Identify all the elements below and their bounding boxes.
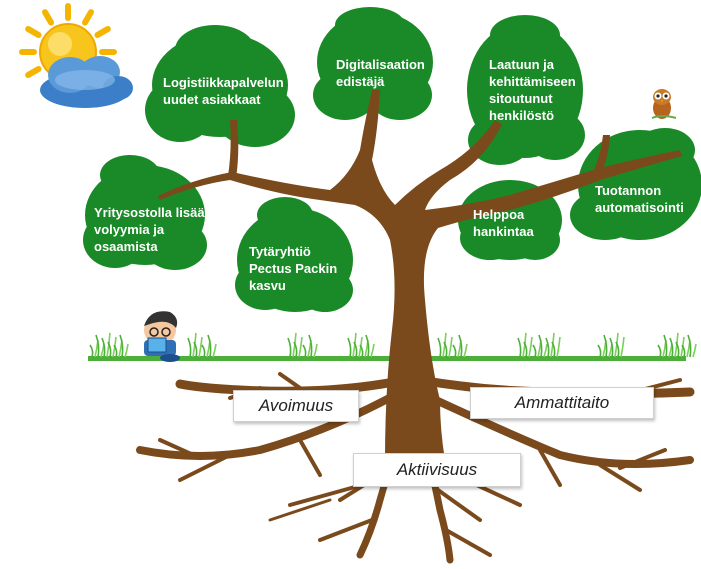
grass-blade [448,336,453,358]
grass-blade [543,343,548,358]
grass-blade [615,341,620,358]
grass-blade [551,341,556,358]
leaf-label-acquisitions: Yritysostolla lisää volyymia ja osaamist… [94,204,205,255]
leaf-cluster-logistics [145,25,295,147]
leaf-label-line: Helppoa [473,207,525,222]
sun-ray [94,26,111,38]
leaf-label-line: volyymia ja [94,222,165,237]
leaf-cluster-digital [313,7,433,120]
root-label-openness: Avoimuus [233,390,359,422]
owl-icon [651,89,677,119]
grass-blade [663,334,668,358]
leaf-label-line: edistäjä [336,74,385,89]
grass-blade [675,341,680,358]
grass-blade [201,344,206,358]
grass-blade [212,343,217,358]
leaf-label-line: kasvu [249,278,286,293]
grass-blade [187,337,192,358]
grass-strip [88,332,697,361]
grass-blade [532,344,537,358]
leaf-label-line: Digitalisaation [336,57,425,72]
cloud-icon [40,56,133,108]
leaf-label-line: Pectus Packin [249,261,338,276]
grass-blade [597,344,602,358]
sun-ray [42,9,54,26]
grass-blade [463,343,468,358]
leaf-label-line: Tytäryhtiö [249,244,311,259]
leaf-label-automation: Tuotannon automatisointi [595,182,684,216]
grass-blade [101,337,106,358]
grass-blade [308,334,313,358]
sun-ray [25,66,42,78]
grass-blade [107,341,112,358]
tree-trunk [158,90,682,460]
sun-ray [25,26,42,38]
grass-blade [347,337,352,358]
leaf-label-logistics: Logistiikkapalvelun uudet asiakkaat [163,74,284,108]
tree-canopy [83,7,701,312]
grass-blade [458,334,463,358]
leaf-cluster-procurement [458,180,562,260]
grass-blade [517,337,522,358]
grass-blade [437,337,442,358]
grass-blade [298,336,303,358]
grass-blade [523,341,528,358]
leaf-label-line: Logistiikkapalvelun [163,75,284,90]
leaf-cluster-subsidiary [235,197,353,312]
grass-blade [124,343,129,358]
leaf-label-line: kehittämiseen [489,74,576,89]
grass-blade [207,334,212,358]
grass-blade [95,334,100,358]
grass-icon [89,332,697,358]
reading-boy-icon [144,311,180,362]
leaf-cluster-acquisitions [83,155,207,270]
leaf-label-line: Tuotannon [595,183,662,198]
leaf-label-line: osaamista [94,239,158,254]
leaf-label-line: Yritysostolla lisää [94,205,205,220]
leaf-label-line: uudet asiakkaat [163,92,261,107]
grass-blade [657,344,662,358]
leaf-label-quality: Laatuun ja kehittämiseen sitoutunut henk… [489,56,576,124]
leaf-label-line: hankintaa [473,224,534,239]
grass-blade [302,344,307,358]
grass-blade [353,341,358,358]
leaf-label-line: Laatuun ja [489,57,555,72]
sun-ray [82,9,94,26]
grass-blade [603,334,608,358]
grass-blade [287,337,292,358]
leaf-label-subsidiary: Tytäryhtiö Pectus Packin kasvu [249,243,337,294]
grass-blade [119,334,124,358]
grass-blade [89,344,94,358]
grass-blade [365,334,370,358]
grass-blade [681,344,686,358]
leaf-label-line: henkilöstö [489,108,555,123]
grass-blade [359,344,364,358]
grass-blade [669,337,674,358]
grass-blade [313,343,318,358]
root-label-expertise: Ammattitaito [470,387,654,419]
leaf-label-procurement: Helppoa hankintaa [473,206,534,240]
grass-blade [452,344,457,358]
grass-blade [556,336,561,358]
leaf-label-line: sitoutunut [489,91,553,106]
grass-blade [193,341,198,358]
grass-blade [293,341,298,358]
leaf-label-line: automatisointi [595,200,684,215]
grass-blade [545,337,550,358]
grass-blade [687,334,692,358]
grass-blade [198,336,203,358]
root-label-activity: Aktiivisuus [353,453,521,487]
leaf-label-digital: Digitalisaation edistäjä [336,56,425,90]
grass-blade [528,336,533,358]
grass-blade [620,336,625,358]
grass-blade [443,341,448,358]
grass-blade [692,343,697,358]
grass-blade [370,343,375,358]
grass-blade [538,334,543,358]
grass-blade [113,344,118,358]
grass-blade [609,337,614,358]
